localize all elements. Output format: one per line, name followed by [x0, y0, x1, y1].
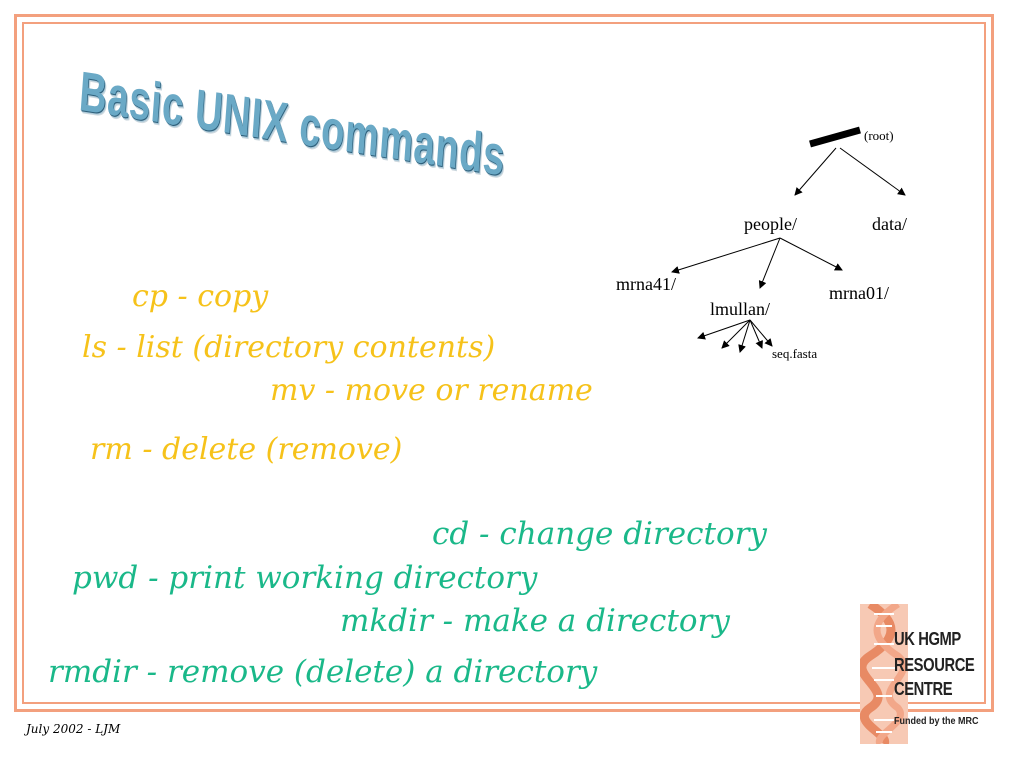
logo-funded-by: Funded by the MRC — [894, 716, 979, 727]
command-rmdir: rmdir - remove (delete) a directory — [48, 654, 598, 690]
edge-people-mrna41 — [671, 237, 781, 274]
tree-node-lmullan: lmullan/ — [710, 299, 770, 319]
tree-node-people: people/ — [744, 214, 797, 234]
command-ls: ls - list (directory contents) — [82, 330, 496, 365]
tree-node-seqfasta: seq.fasta — [772, 346, 818, 361]
tree-node-mrna41: mrna41/ — [616, 274, 676, 294]
edge-lmullan-child-2 — [721, 319, 751, 349]
edge-lmullan-child-3 — [738, 319, 751, 353]
edge-lmullan-seqfasta — [749, 319, 773, 347]
command-rm: rm - delete (remove) — [90, 432, 403, 467]
slide-footer: July 2002 - LJM — [26, 722, 121, 736]
tree-connectors — [671, 126, 906, 353]
edge-people-mrna01 — [779, 237, 843, 271]
command-cp: cp - copy — [132, 279, 269, 314]
command-cd: cd - change directory — [432, 516, 767, 552]
tree-node-data: data/ — [872, 214, 907, 234]
tree-node-root: (root) — [864, 128, 894, 143]
edge-people-lmullan — [758, 237, 781, 289]
slide-frame-inner — [22, 22, 986, 704]
logo-line-3: CENTRE — [894, 679, 953, 699]
command-mv: mv - move or rename — [270, 373, 593, 408]
logo-line-2: RESOURCE — [894, 655, 975, 675]
dna-helix-icon — [860, 604, 908, 744]
command-mkdir: mkdir - make a directory — [340, 603, 730, 639]
logo-line-1: UK HGMP — [894, 629, 961, 649]
edge-lmullan-child-4 — [749, 319, 763, 349]
edge-root-people — [794, 147, 837, 196]
slide-frame-outer — [14, 14, 994, 712]
root-slash — [809, 126, 861, 148]
edge-root-data — [839, 147, 906, 196]
command-pwd: pwd - print working directory — [72, 560, 538, 596]
edge-lmullan-child-1 — [697, 319, 751, 340]
tree-node-mrna01: mrna01/ — [829, 283, 889, 303]
uk-hgmp-logo: UK HGMP RESOURCE CENTRE Funded by the MR… — [860, 604, 984, 744]
